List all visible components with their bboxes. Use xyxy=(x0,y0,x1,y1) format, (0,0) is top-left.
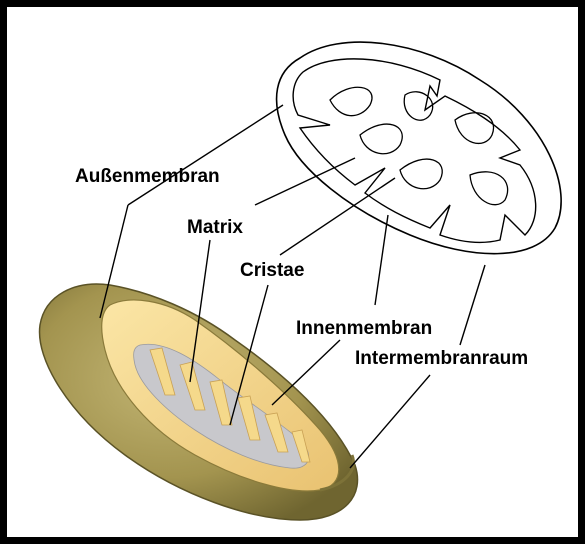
leader-outer-membrane-schematic xyxy=(128,105,283,205)
leader-intermembrane xyxy=(350,375,430,468)
label-cristae: Cristae xyxy=(240,260,304,281)
leader-inner-membrane xyxy=(272,340,340,405)
leader-intermembrane-schematic xyxy=(460,265,485,345)
leader-inner-membrane-schematic xyxy=(375,215,388,305)
label-outer-membrane: Außenmembran xyxy=(75,166,220,187)
schematic-outline xyxy=(277,42,562,254)
label-inner-membrane: Innenmembran xyxy=(296,318,432,339)
label-matrix: Matrix xyxy=(187,217,243,238)
label-intermembrane-space: Intermembranraum xyxy=(355,348,528,369)
